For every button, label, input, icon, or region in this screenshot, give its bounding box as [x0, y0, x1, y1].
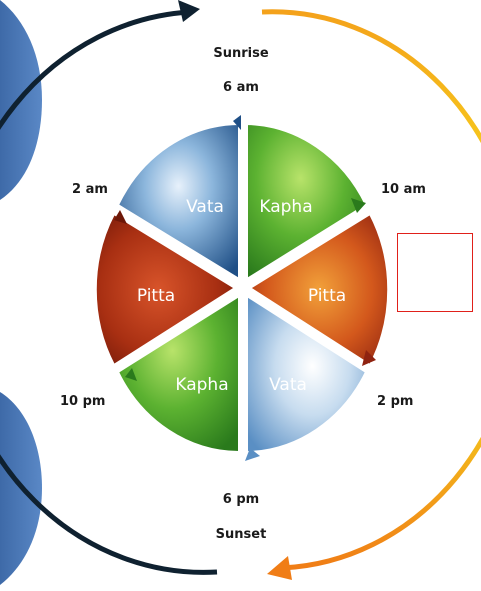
label-10am: 10 am	[381, 182, 426, 197]
segment-label-pitta-midday: Pitta	[308, 286, 346, 306]
segment-label-kapha-evening: Kapha	[175, 375, 228, 395]
segment-arrow-pitta	[362, 350, 376, 366]
segment-arrow-pitta2	[114, 210, 127, 224]
segment-vata-night	[116, 122, 240, 281]
label-6am: 6 am	[223, 80, 259, 95]
segment-label-kapha-morning: Kapha	[259, 197, 312, 217]
segment-kapha-evening	[116, 294, 240, 454]
label-sunset: Sunset	[215, 527, 267, 542]
label-2am: 2 am	[72, 182, 108, 197]
segment-arrow-vata2	[245, 448, 260, 461]
day-arc	[261, 9, 481, 571]
label-10pm: 10 pm	[60, 394, 106, 409]
segment-arrow-vata	[233, 115, 241, 130]
segment-arrow-kapha	[351, 198, 366, 213]
segment-vata-afternoon	[246, 294, 368, 454]
segment-pitta-night	[94, 212, 237, 367]
segment-label-vata-night: Vata	[186, 197, 224, 217]
day-arc-arrowhead	[267, 556, 292, 580]
segment-pitta-midday	[248, 212, 390, 367]
segment-label-pitta-night: Pitta	[137, 286, 175, 306]
segment-arrow-kapha2	[125, 368, 137, 381]
highlight-box	[397, 233, 473, 312]
segment-label-vata-afternoon: Vata	[269, 375, 307, 395]
night-arc	[0, 9, 218, 575]
label-6pm: 6 pm	[222, 492, 260, 507]
night-arc-arrowhead	[178, 0, 200, 22]
label-sunrise: Sunrise	[213, 46, 269, 61]
label-2pm: 2 pm	[377, 394, 414, 409]
segment-kapha-morning	[246, 122, 368, 281]
dosha-wheel: Vata Kapha Pitta Vata Kapha Pitta	[94, 115, 390, 461]
